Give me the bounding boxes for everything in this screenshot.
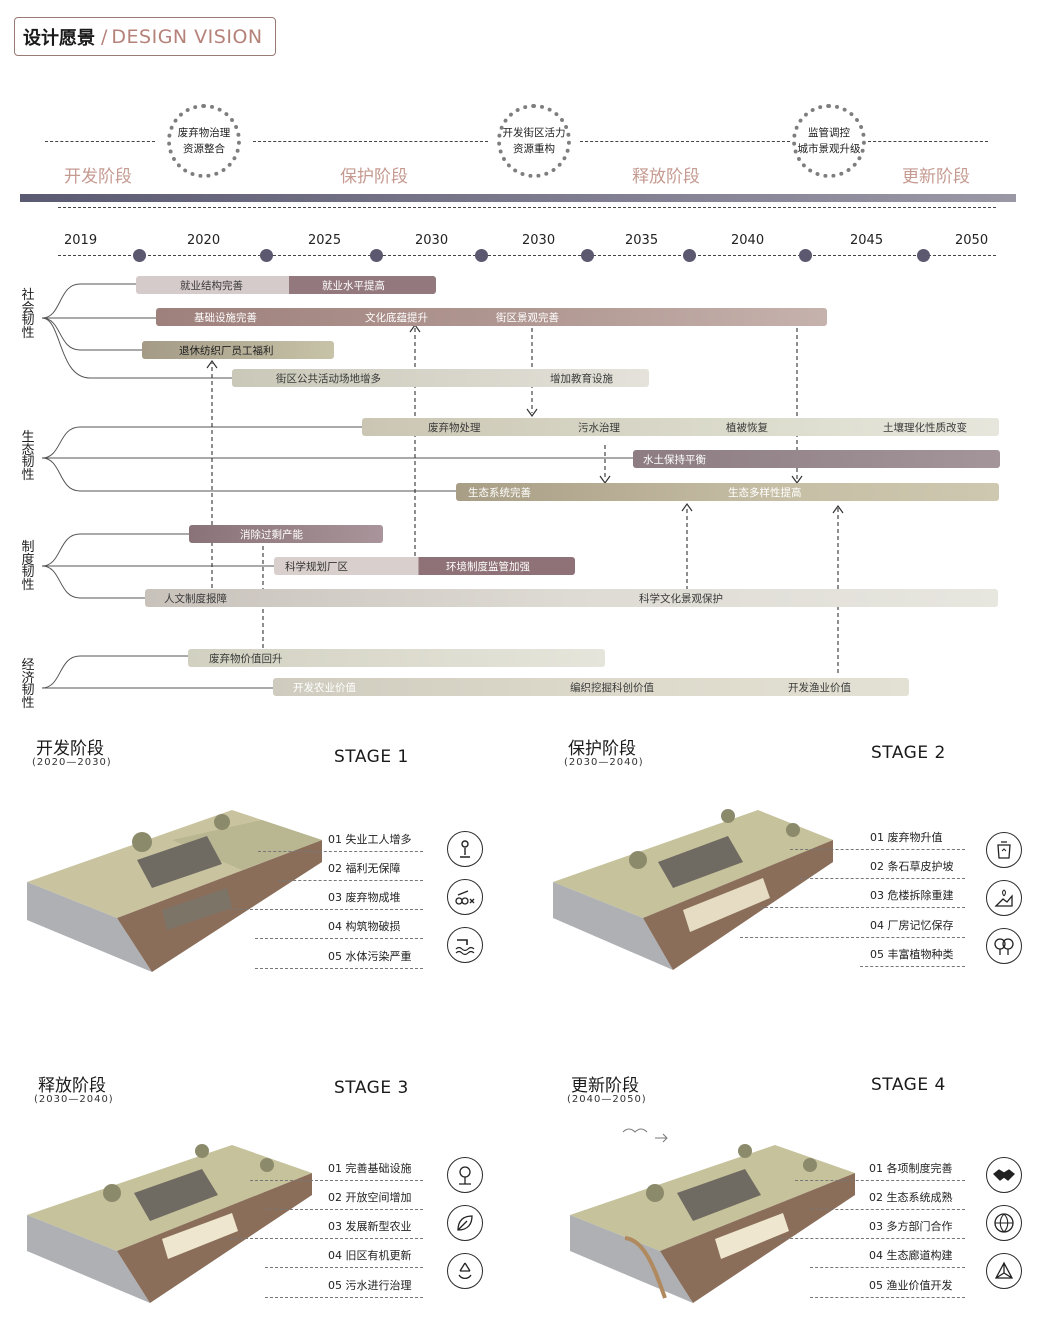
milestone-circle-2: 开发街区活力资源重构 [497, 104, 571, 178]
stage1-title: 开发阶段 [36, 739, 104, 759]
stage4-illustration [570, 1128, 855, 1303]
stage4-title: 更新阶段 [571, 1076, 639, 1096]
phase-label-release: 释放阶段 [632, 167, 700, 187]
stage4-item: 01 各项制度完善 [869, 1162, 953, 1175]
bar-ecosystem: 生态系统完善 生态多样性提高 [456, 483, 999, 501]
timeline-dot [260, 249, 273, 262]
milestone-circle-3: 监管调控城市景观升级 [792, 104, 866, 178]
stage2-item: 04 厂房记忆保存 [870, 919, 954, 932]
stage1-years: (2020—2030) [32, 757, 112, 768]
year-label: 2035 [625, 233, 659, 248]
timeline-dot [683, 249, 696, 262]
stage3-item: 02 开放空间增加 [328, 1191, 412, 1204]
year-label: 2040 [731, 233, 765, 248]
timeline-dot [581, 249, 594, 262]
handshake-icon [986, 1157, 1022, 1193]
bar-employment: 就业结构完善 就业水平提高 [136, 276, 436, 294]
stage1-illustration [27, 810, 322, 972]
stage4-label: STAGE 4 [871, 1075, 946, 1095]
waste-pipes-icon [447, 879, 483, 915]
timeline-dot [133, 249, 146, 262]
slope-plant-icon [986, 880, 1022, 916]
stage4-item: 03 多方部门合作 [869, 1220, 953, 1233]
bar-public-space: 街区公共活动场地增多 增加教育设施 [232, 369, 649, 387]
year-label: 2050 [955, 233, 989, 248]
category-social: 社会韧性 [21, 288, 35, 341]
leaf-icon [447, 1205, 483, 1241]
bar-retiree-welfare: 退休纺织厂员工福利 [142, 341, 334, 359]
stage3-item: 01 完善基础设施 [328, 1162, 412, 1175]
phase-dash-1 [45, 141, 155, 142]
year-label: 2030 [415, 233, 449, 248]
stage3-years: (2030—2040) [34, 1094, 114, 1105]
stage4-item: 05 渔业价值开发 [869, 1279, 953, 1292]
header-title-cn: 设计愿景 [23, 27, 95, 49]
stage1-item: 05 水体污染严重 [328, 950, 412, 963]
timeline-dot [917, 249, 930, 262]
timeline-dot [370, 249, 383, 262]
bar-humanities: 人文制度报障 科学文化景观保护 [145, 589, 998, 607]
milestone-circle-1: 废弃物治理资源整合 [167, 104, 241, 178]
recycle-icon [447, 1253, 483, 1289]
stage3-item: 04 旧区有机更新 [328, 1249, 412, 1262]
stage3-label: STAGE 3 [334, 1078, 409, 1098]
bar-planning: 科学规划厂区 环境制度监管加强 [274, 557, 575, 575]
stage3-item: 03 发展新型农业 [328, 1220, 412, 1233]
timeline-bar [20, 194, 1016, 202]
globe-icon [986, 1205, 1022, 1241]
header-title-en: DESIGN VISION [111, 25, 263, 48]
stage2-item: 02 条石草皮护坡 [870, 860, 954, 873]
section-header: 设计愿景 / DESIGN VISION [14, 17, 276, 56]
stage2-illustration [553, 809, 833, 970]
stage3-title: 释放阶段 [38, 1076, 106, 1096]
worker-location-icon [447, 831, 483, 867]
phase-label-develop: 开发阶段 [64, 167, 132, 187]
phase-label-renew: 更新阶段 [902, 167, 970, 187]
phase-dash-2 [253, 141, 488, 142]
year-label: 2019 [64, 233, 98, 248]
year-label: 2030 [522, 233, 556, 248]
stage2-label: STAGE 2 [871, 743, 946, 763]
phase-label-protect: 保护阶段 [340, 167, 408, 187]
stage1-item: 02 福利无保障 [328, 862, 401, 875]
tree-icon [447, 1157, 483, 1193]
timeline-dash-years [58, 255, 996, 256]
stage4-item: 04 生态廊道构建 [869, 1249, 953, 1262]
network-icon [986, 1253, 1022, 1289]
stage2-item: 03 危楼拆除重建 [870, 889, 954, 902]
timeline-dot [799, 249, 812, 262]
bar-infrastructure: 基础设施完善 文化底蕴提升 街区景观完善 [156, 308, 827, 326]
header-separator: / [101, 25, 108, 48]
year-label: 2025 [308, 233, 342, 248]
stage3-item: 05 污水进行治理 [328, 1279, 412, 1292]
phase-dash-4 [868, 141, 988, 142]
stage2-item: 05 丰富植物种类 [870, 948, 954, 961]
bar-waste-value: 废弃物价值回升 [188, 649, 605, 667]
stage1-item: 04 构筑物破损 [328, 920, 401, 933]
stage2-item: 01 废弃物升值 [870, 831, 943, 844]
category-system: 制度韧性 [21, 540, 35, 593]
timeline-dash-top [58, 207, 996, 208]
stage1-label: STAGE 1 [334, 747, 409, 767]
category-eco: 生态韧性 [21, 430, 35, 483]
trees-icon [986, 928, 1022, 964]
stage1-item: 01 失业工人增多 [328, 833, 412, 846]
phase-dash-3 [580, 141, 790, 142]
year-label: 2020 [187, 233, 221, 248]
stage4-years: (2040—2050) [567, 1094, 647, 1105]
stage2-years: (2030—2040) [564, 757, 644, 768]
bar-agri-value: 开发农业价值 编织挖掘科创价值 开发渔业价值 [273, 678, 909, 696]
bar-soil-water: 水土保持平衡 [633, 450, 1000, 468]
year-label: 2045 [850, 233, 884, 248]
timeline-dot [475, 249, 488, 262]
stage4-item: 02 生态系统成熟 [869, 1191, 953, 1204]
category-economy: 经济韧性 [21, 658, 35, 711]
stage1-item: 03 废弃物成堆 [328, 891, 401, 904]
bar-overcapacity: 消除过剩产能 [189, 525, 383, 543]
stage2-title: 保护阶段 [568, 739, 636, 759]
water-pollution-icon [447, 927, 483, 963]
recycle-bin-icon [986, 832, 1022, 868]
stage3-illustration [27, 1144, 312, 1303]
bar-waste-treatment: 废弃物处理 污水治理 植被恢复 土壤理化性质改变 [362, 418, 999, 436]
